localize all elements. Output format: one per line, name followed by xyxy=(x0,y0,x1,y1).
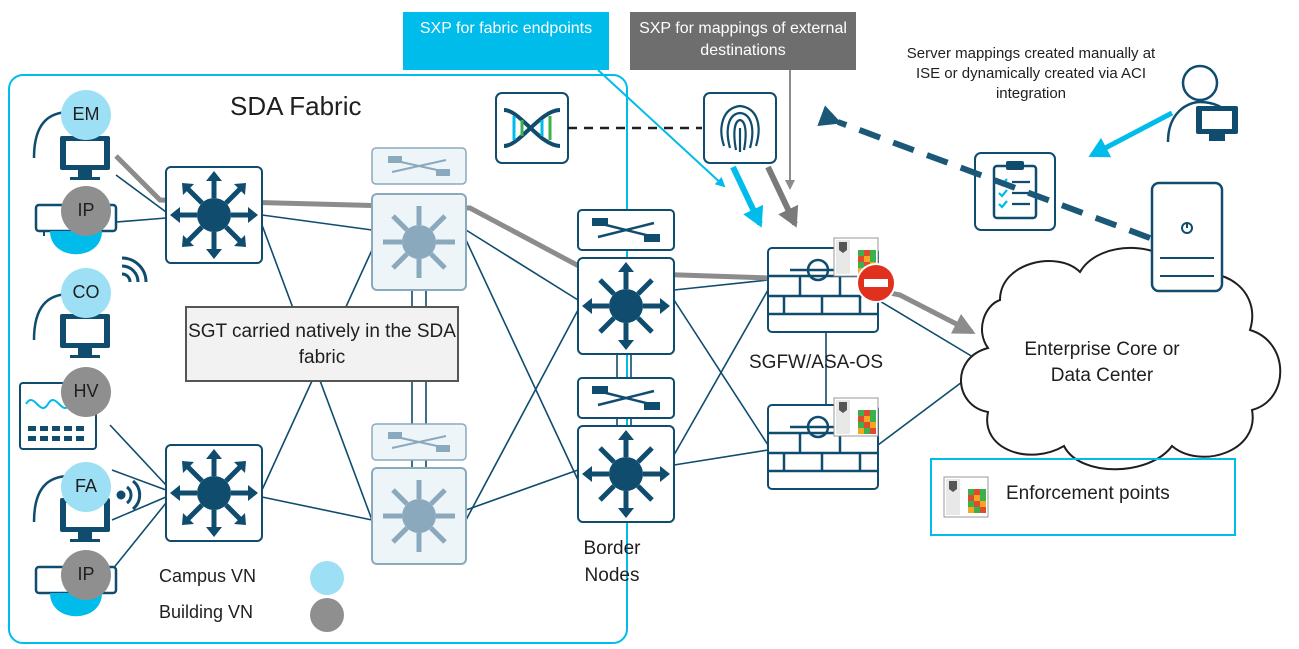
admin-user-icon xyxy=(1166,64,1238,143)
campus-vn-badge xyxy=(61,462,111,512)
enforcement-legend-icon xyxy=(943,476,989,518)
endpoint-tag: IP xyxy=(77,564,95,584)
cloud-label: Enterprise Core or Data Center xyxy=(1024,339,1180,386)
mapping-dashed-arrow xyxy=(817,105,1152,241)
endpoint-em xyxy=(32,90,111,180)
endpoint-fa xyxy=(32,462,111,542)
fabric-links xyxy=(79,174,979,571)
building-vn-badge xyxy=(61,186,111,236)
sxp-fabric-arrow xyxy=(597,69,726,188)
intermediate-node-bottom xyxy=(371,423,467,565)
edge-switch-top xyxy=(165,166,263,264)
sxp-external-arrow-bold xyxy=(765,165,799,228)
intermediate-node-top xyxy=(371,147,467,291)
wifi-icon xyxy=(121,256,148,283)
legend-campus-label: Campus VN xyxy=(159,566,257,586)
admin-to-clipboard-arrow xyxy=(1088,110,1174,158)
endpoint-tag: CO xyxy=(72,282,100,302)
block-icon xyxy=(856,263,896,303)
border-node-bottom xyxy=(577,377,675,523)
sda-fabric-boundary xyxy=(8,74,628,644)
sxp-fabric-callout: SXP for fabric endpoints xyxy=(403,12,609,70)
building-vn-badge xyxy=(61,367,111,417)
fingerprint-icon xyxy=(703,92,777,164)
endpoint-ip-camera-1 xyxy=(34,186,118,255)
endpoint-co xyxy=(32,268,111,358)
enforcement-matrix-icon xyxy=(833,397,879,437)
sxp-external-callout: SXP for mappings of external destination… xyxy=(630,12,856,70)
legend-campus-dot xyxy=(310,561,344,595)
building-vn-badge xyxy=(61,550,111,600)
enterprise-cloud xyxy=(960,246,1282,471)
fabric-title: SDA Fabric xyxy=(230,91,362,121)
legend-building-label: Building VN xyxy=(159,602,254,622)
legend-building-dot xyxy=(310,598,344,632)
enforcement-legend-label: Enforcement points xyxy=(1006,483,1170,504)
endpoint-ip-camera-2 xyxy=(34,550,118,617)
wireless-signal-icon xyxy=(116,479,142,511)
server-mappings-note: Server mappings created manually at ISE … xyxy=(906,45,1156,102)
sxp-fabric-arrow-bold xyxy=(730,165,764,228)
clipboard-icon xyxy=(974,152,1056,231)
border-node-top xyxy=(577,209,675,355)
endpoint-tag: IP xyxy=(77,200,95,220)
endpoint-tag: EM xyxy=(72,104,100,124)
endpoint-tag: HV xyxy=(73,381,99,401)
campus-vn-badge xyxy=(61,90,111,140)
endpoint-hv-monitor xyxy=(19,367,111,450)
ise-dna-icon xyxy=(495,92,569,164)
campus-vn-badge xyxy=(61,268,111,318)
firewall-label: SGFW/ASA-OS xyxy=(749,352,884,373)
edge-switch-bottom xyxy=(165,444,263,542)
enforcement-legend-box xyxy=(930,458,1236,536)
sgt-note-box: SGT carried natively in the SDA fabric xyxy=(185,306,459,382)
server-icon xyxy=(1150,181,1224,293)
border-nodes-label: Border Nodes xyxy=(583,538,641,586)
endpoint-tag: FA xyxy=(74,476,97,496)
